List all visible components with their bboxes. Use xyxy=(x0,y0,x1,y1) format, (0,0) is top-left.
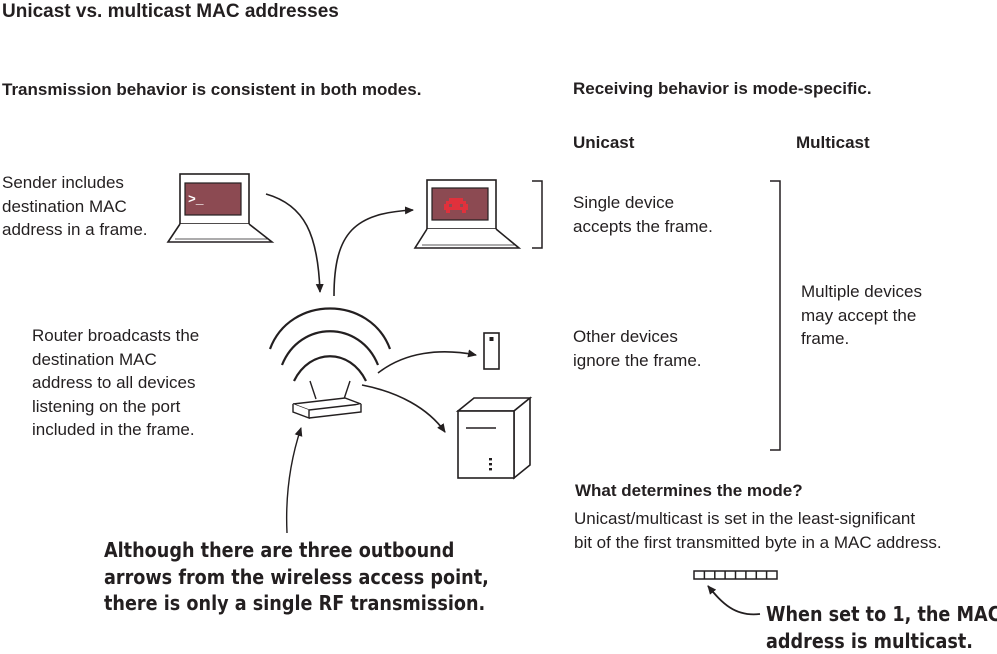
sender-caption: Sender includes destination MAC address … xyxy=(2,173,148,239)
unicast-accept-text: Single device accepts the frame. xyxy=(573,193,713,236)
multicast-bracket xyxy=(770,180,781,451)
sender-to-router-arrow xyxy=(265,193,324,293)
wireless-router-icon xyxy=(292,380,362,420)
receiver-laptop-icon xyxy=(413,179,522,249)
router-to-server-arrow xyxy=(361,384,446,433)
byte-bits-icon xyxy=(693,570,778,580)
multicast-accept-text: Multiple devices may accept the frame. xyxy=(801,282,922,348)
multicast-column-header: Multicast xyxy=(796,133,870,152)
bit-callout: When set to 1, the MAC address is multic… xyxy=(766,602,997,653)
rf-callout: Although there are three outbound arrows… xyxy=(104,538,489,615)
wifi-waves-icon xyxy=(268,307,392,382)
invader-icon xyxy=(444,198,468,213)
router-to-laptop-arrow xyxy=(333,206,414,297)
router-caption: Router broadcasts the destination MAC ad… xyxy=(32,326,200,439)
diagram-title: Unicast vs. multicast MAC addresses xyxy=(2,1,339,22)
left-heading: Transmission behavior is consistent in b… xyxy=(2,80,422,99)
receiver-bracket xyxy=(532,180,543,249)
server-tower-icon xyxy=(455,396,533,480)
sender-laptop-icon: >_ xyxy=(166,173,275,243)
mode-text: Unicast/multicast is set in the least-si… xyxy=(574,509,942,552)
router-to-phone-arrow xyxy=(377,349,477,374)
right-heading: Receiving behavior is mode-specific. xyxy=(573,79,872,98)
unicast-column-header: Unicast xyxy=(573,133,635,152)
terminal-prompt-icon: >_ xyxy=(188,192,204,207)
mode-heading: What determines the mode? xyxy=(575,481,803,500)
bit-callout-arrow xyxy=(707,585,761,616)
rf-callout-arrow xyxy=(285,427,303,534)
unicast-ignore-text: Other devices ignore the frame. xyxy=(573,327,702,370)
phone-icon xyxy=(483,332,500,370)
